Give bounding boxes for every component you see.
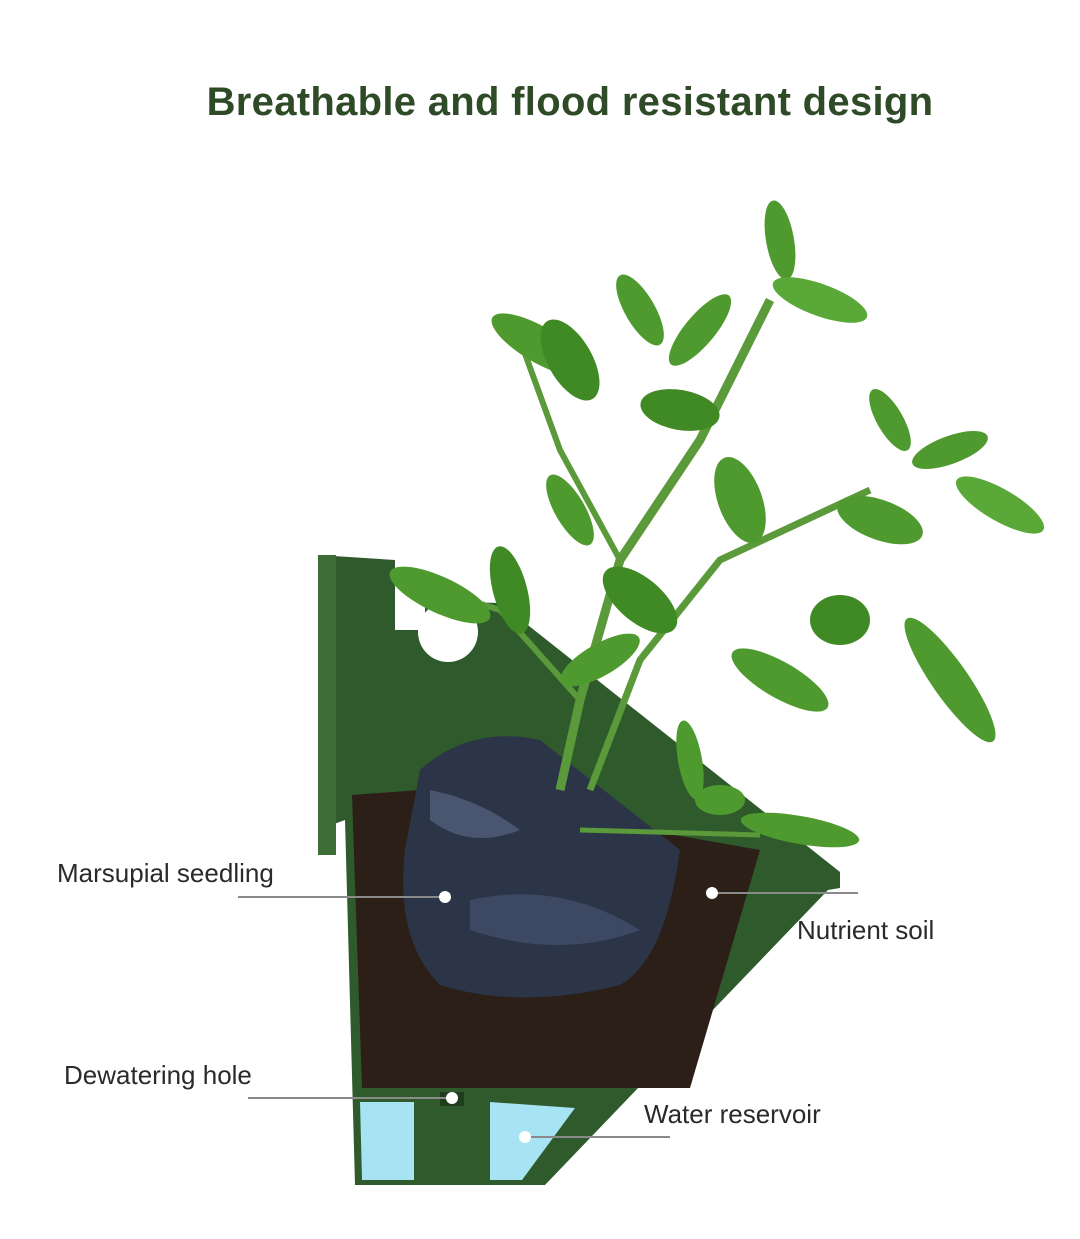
page-title: Breathable and flood resistant design <box>206 80 934 124</box>
label-nutrient-soil: Nutrient soil <box>797 915 935 945</box>
planter-illustration <box>318 555 840 1185</box>
water-reservoir-right <box>490 1102 575 1180</box>
seedling-dot <box>439 891 451 903</box>
leader-dots <box>439 887 718 1143</box>
reservoir-dot <box>519 1131 531 1143</box>
dewatering-dot <box>446 1092 458 1104</box>
soil-dot <box>706 887 718 899</box>
plant <box>389 200 1045 848</box>
planter-back-edge <box>318 555 336 855</box>
water-reservoir-left <box>360 1102 414 1180</box>
leader-lines <box>238 892 858 1138</box>
label-dewatering-hole: Dewatering hole <box>64 1060 252 1090</box>
label-marsupial-seedling: Marsupial seedling <box>57 858 274 888</box>
label-water-reservoir: Water reservoir <box>644 1099 821 1129</box>
